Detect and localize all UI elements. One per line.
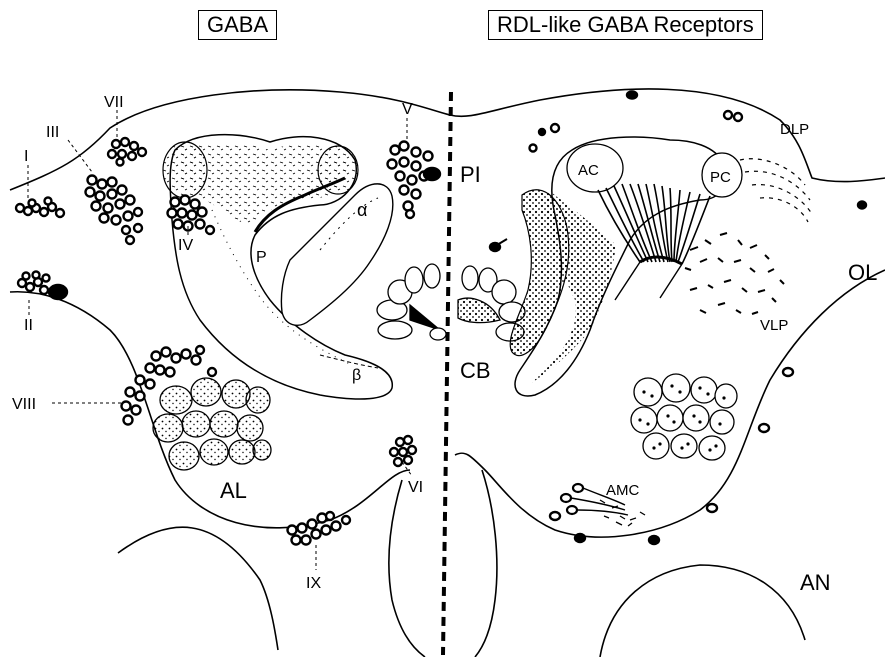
label-PC: PC xyxy=(710,169,731,186)
cluster-I xyxy=(16,198,64,218)
label-PI: PI xyxy=(460,162,481,187)
label-III: III xyxy=(46,124,59,141)
central-body-center-knob xyxy=(430,328,446,340)
brain-outline xyxy=(10,89,885,657)
label-IV: IV xyxy=(178,237,193,254)
cluster-II xyxy=(18,272,67,300)
cluster-V xyxy=(388,142,441,219)
label-AL: AL xyxy=(220,478,247,503)
left-lower-brain-contour xyxy=(118,527,278,650)
label-beta: β xyxy=(352,367,361,384)
right-peduncle-edge xyxy=(615,262,682,300)
label-VLP: VLP xyxy=(760,317,788,334)
label-P: P xyxy=(256,249,267,266)
label-VI: VI xyxy=(408,479,423,496)
cluster-VII xyxy=(108,138,146,166)
right-antennal-lobe xyxy=(631,374,737,460)
right-mushroom-body xyxy=(510,137,742,396)
left-calyx-lobe-left xyxy=(163,142,207,198)
midline-divider xyxy=(443,92,451,655)
label-AC: AC xyxy=(578,162,599,179)
label-V: V xyxy=(402,101,413,118)
label-AMC: AMC xyxy=(606,482,640,499)
central-body xyxy=(377,264,525,341)
label-DLP: DLP xyxy=(780,121,809,138)
label-II: II xyxy=(24,317,33,334)
central-body-left-fan xyxy=(377,264,440,339)
label-alpha: α xyxy=(357,200,367,220)
right-lower-brain-contour xyxy=(600,565,805,657)
center-lower-contour-right xyxy=(475,470,497,657)
label-VIII: VIII xyxy=(12,396,36,413)
right-DLP-neuropil xyxy=(740,159,812,222)
label-I: I xyxy=(24,148,28,165)
label-OL: OL xyxy=(848,260,877,285)
label-CB: CB xyxy=(460,358,491,383)
cluster-III xyxy=(86,176,143,245)
center-lower-contour-left xyxy=(389,480,425,657)
label-IX: IX xyxy=(306,575,321,592)
label-AN: AN xyxy=(800,570,831,595)
cluster-VI xyxy=(390,436,416,466)
left-antennal-lobe xyxy=(153,378,271,470)
brain-top-outline xyxy=(10,89,885,190)
cluster-IX xyxy=(288,512,351,545)
label-VII: VII xyxy=(104,94,124,111)
right-VLP-neuropil xyxy=(685,233,784,314)
